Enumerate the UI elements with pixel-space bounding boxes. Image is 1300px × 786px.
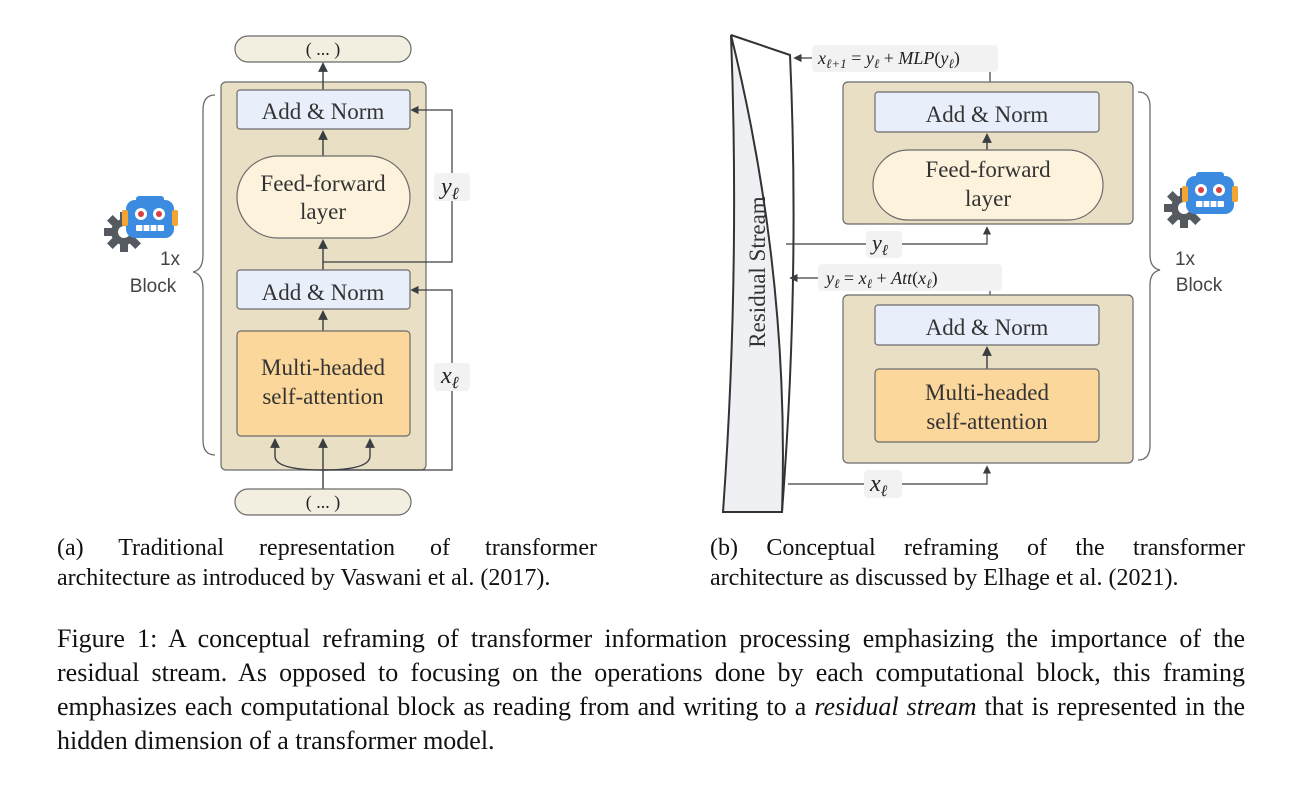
- add-norm-top-a-label: Add & Norm: [262, 99, 385, 124]
- x-label-a: xℓ: [440, 363, 459, 392]
- caption-part2: that is represented in the hidden dimens…: [57, 692, 1245, 755]
- y-label-box-a: [434, 173, 470, 201]
- eq-top: xℓ+1 = yℓ + MLP(yℓ): [817, 48, 960, 71]
- subcaption-a: (a) Traditional representation of transf…: [57, 535, 597, 591]
- block-count-b: 1x: [1175, 249, 1196, 270]
- eq-mid-box: [818, 264, 1002, 291]
- block-word-b: Block: [1176, 275, 1223, 296]
- robot-gear-icon-b: [1164, 172, 1238, 228]
- ffn-b: [872, 149, 1104, 221]
- y-label-box-b: [866, 231, 902, 258]
- eq-top-box: [812, 45, 998, 72]
- attention-b-line2: self-attention: [926, 409, 1048, 434]
- ffn-a-line2: layer: [300, 199, 346, 224]
- x-label-box-a: [434, 363, 470, 391]
- y-label-b: yℓ: [870, 230, 888, 259]
- robot-gear-icon: [104, 196, 178, 252]
- ffn-a-line1: Feed-forward: [260, 171, 386, 196]
- block-count-a: 1x: [160, 249, 181, 270]
- top-io-label: ( ... ): [306, 39, 341, 60]
- caption-part1: Figure 1: A conceptual reframing of tran…: [57, 624, 1245, 721]
- ffn-b-line1: Feed-forward: [925, 157, 1051, 182]
- bottom-io-label: ( ... ): [306, 492, 341, 513]
- ffn-a: [236, 155, 411, 239]
- bottom-io-pill: [234, 488, 412, 516]
- residual-stream-bar: [721, 34, 784, 513]
- ffn-b-line2: layer: [965, 186, 1011, 211]
- diagram-b: Residual Stream xℓ+1 = yℓ + MLP(yℓ) Add …: [721, 34, 1238, 513]
- attention-b-line1: Multi-headed: [925, 380, 1049, 405]
- y-label-a: yℓ: [439, 174, 459, 203]
- figure-caption: Figure 1: A conceptual reframing of tran…: [57, 622, 1245, 758]
- top-io-pill: [234, 35, 412, 63]
- attention-b: [874, 368, 1100, 443]
- add-norm-bottom-a: [236, 269, 411, 310]
- x-label-box-b: [864, 470, 902, 498]
- attention-a-line2: self-attention: [262, 384, 384, 409]
- subcaption-b: (b) Conceptual reframing of the transfor…: [710, 535, 1245, 591]
- block-word-a: Block: [130, 276, 177, 297]
- residual-stream-label: Residual Stream: [745, 196, 770, 347]
- add-norm-bottom-a-label: Add & Norm: [262, 280, 385, 305]
- eq-mid: yℓ = xℓ + Att(xℓ): [824, 268, 938, 291]
- attention-a-line1: Multi-headed: [261, 355, 385, 380]
- attention-a: [236, 330, 411, 437]
- block-brace-a: [192, 94, 216, 456]
- caption-emphasis: residual stream: [814, 692, 977, 721]
- add-norm-bottom-b: [874, 304, 1100, 346]
- add-norm-top-a: [236, 89, 411, 130]
- figure-diagrams: ( ... ) Add & Norm Feed-forward layer Ad…: [104, 34, 1238, 516]
- add-norm-top-b: [874, 91, 1100, 133]
- add-norm-bottom-b-label: Add & Norm: [926, 315, 1049, 340]
- x-label-b: xℓ: [869, 471, 888, 500]
- add-norm-top-b-label: Add & Norm: [926, 102, 1049, 127]
- diagram-a: ( ... ) Add & Norm Feed-forward layer Ad…: [104, 35, 470, 516]
- block-brace-b: [1137, 91, 1161, 461]
